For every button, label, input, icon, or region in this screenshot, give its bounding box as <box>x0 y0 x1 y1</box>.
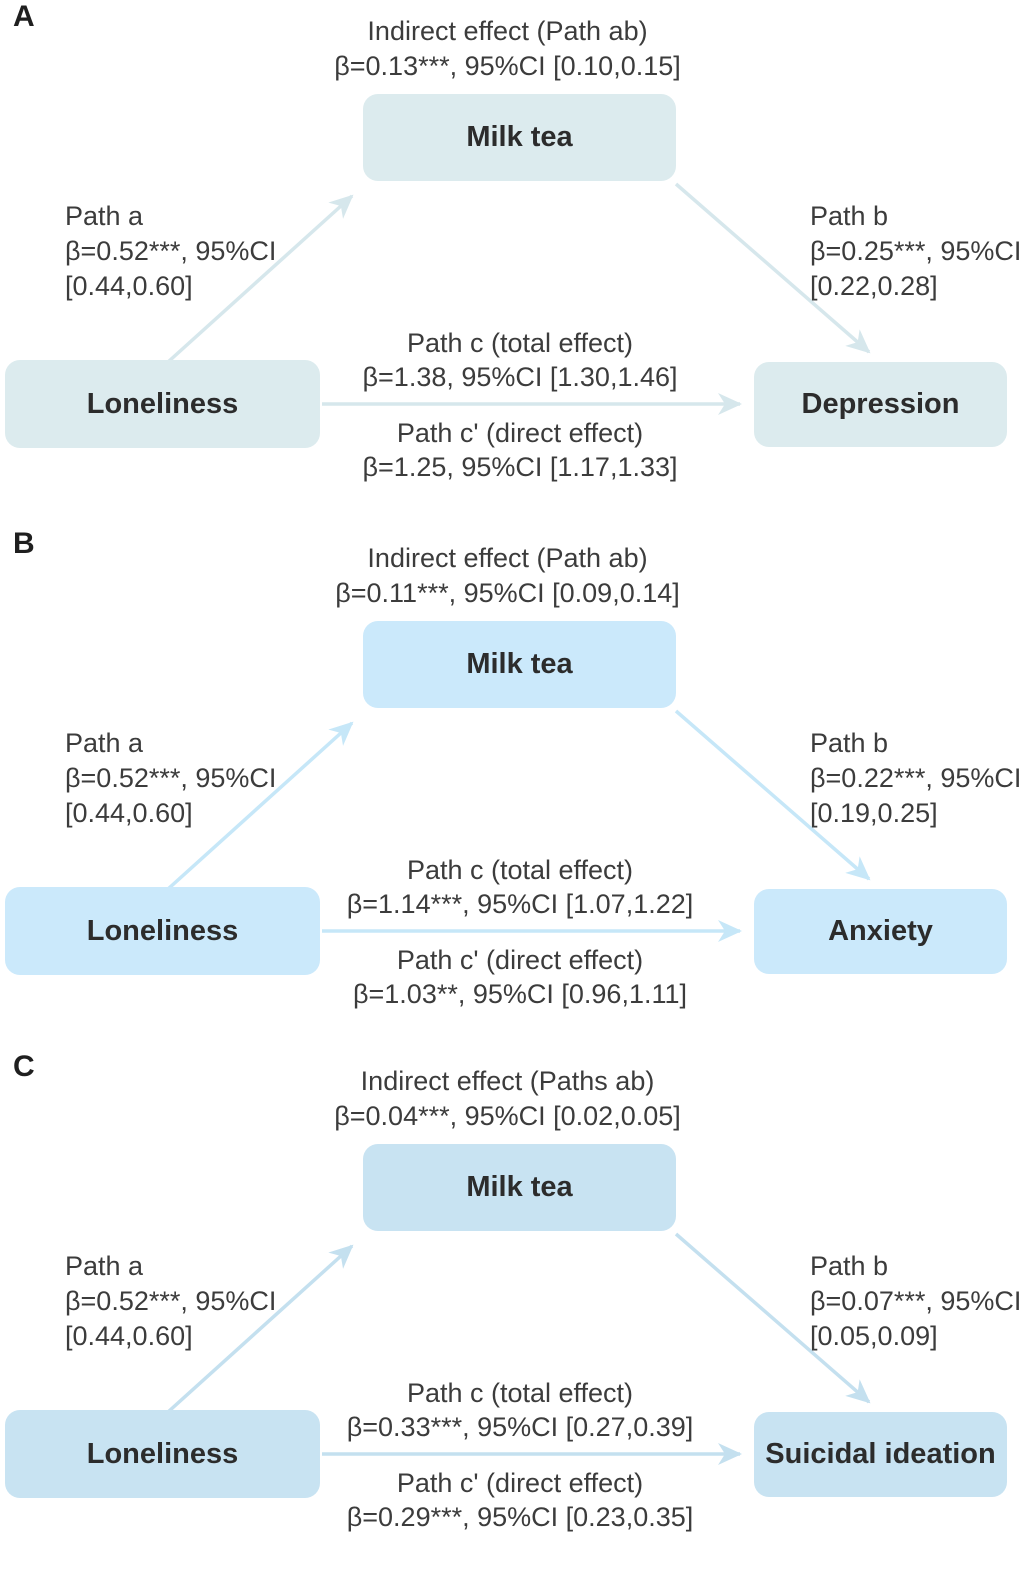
outcome-label: Anxiety <box>828 915 933 947</box>
path-a-label: Path a β=0.52***, 95%CI [0.44,0.60] <box>65 199 276 304</box>
arrow-path-b <box>674 709 871 881</box>
path-b-ci: [0.05,0.09] <box>810 1321 938 1351</box>
path-b-estimate: β=0.22***, 95%CI <box>810 763 1022 793</box>
arrow-path-a <box>166 721 354 891</box>
path-c-direct-label: Path c' (direct effect) β=1.25, 95%CI [1… <box>0 416 1022 484</box>
path-a-estimate: β=0.52***, 95%CI <box>65 763 277 793</box>
path-a-ci: [0.44,0.60] <box>65 1321 193 1351</box>
panel-label: C <box>13 1050 35 1083</box>
path-a-name: Path a <box>65 201 144 231</box>
path-a-label: Path a β=0.52***, 95%CI [0.44,0.60] <box>65 1249 276 1354</box>
path-a-name: Path a <box>65 1251 144 1281</box>
outcome-box: Depression <box>754 362 1007 447</box>
predictor-label: Loneliness <box>86 1437 239 1470</box>
path-b-estimate: β=0.25***, 95%CI <box>810 236 1022 266</box>
path-a-name: Path a <box>65 728 144 758</box>
panel-label: A <box>13 0 35 33</box>
path-c-direct-label: Path c' (direct effect) β=1.03**, 95%CI … <box>0 943 1022 1011</box>
path-b-name: Path b <box>810 728 889 758</box>
indirect-effect-title: Indirect effect (Path ab) <box>367 543 648 573</box>
path-c-direct-name: Path c' (direct effect) <box>396 945 644 975</box>
path-a-ci: [0.44,0.60] <box>65 271 193 301</box>
indirect-effect-caption: Indirect effect (Path ab) β=0.13***, 95%… <box>0 14 1015 84</box>
panel-label: B <box>13 527 35 560</box>
path-c-total-label: Path c (total effect) β=0.33***, 95%CI [… <box>0 1376 1022 1444</box>
path-b-name: Path b <box>810 1251 889 1281</box>
mediation-panel-anxiety: B Indirect effect (Path ab) β=0.11***, 9… <box>0 527 1022 1050</box>
mediator-label: Milk tea <box>466 121 573 153</box>
path-c-direct-name: Path c' (direct effect) <box>396 1468 644 1498</box>
mediation-panel-depression: A Indirect effect (Path ab) β=0.13***, 9… <box>0 0 1022 523</box>
path-b-estimate: β=0.07***, 95%CI <box>810 1286 1022 1316</box>
path-b-label: Path b β=0.25***, 95%CI [0.22,0.28] <box>810 199 1021 304</box>
mediator-box: Milk tea <box>363 1144 676 1231</box>
path-a-ci: [0.44,0.60] <box>65 798 193 828</box>
mediator-label: Milk tea <box>466 1171 573 1203</box>
path-c-direct-label: Path c' (direct effect) β=0.29***, 95%CI… <box>0 1466 1022 1534</box>
outcome-box: Suicidal ideation <box>754 1412 1007 1497</box>
predictor-label: Loneliness <box>86 914 239 947</box>
arrow-path-a <box>166 1244 354 1414</box>
path-c-total-estimate: β=1.14***, 95%CI [1.07,1.22] <box>346 889 694 919</box>
outcome-label: Depression <box>801 388 960 420</box>
mediation-panel-suicidal-ideation: C Indirect effect (Paths ab) β=0.04***, … <box>0 1050 1022 1573</box>
path-c-direct-estimate: β=0.29***, 95%CI [0.23,0.35] <box>346 1502 694 1532</box>
predictor-box: Loneliness <box>5 360 320 448</box>
path-b-label: Path b β=0.07***, 95%CI [0.05,0.09] <box>810 1249 1021 1354</box>
mediator-box: Milk tea <box>363 621 676 708</box>
path-c-direct-name: Path c' (direct effect) <box>396 418 644 448</box>
path-b-ci: [0.22,0.28] <box>810 271 938 301</box>
path-arrows <box>166 1232 871 1465</box>
outcome-label: Suicidal ideation <box>765 1438 996 1470</box>
path-a-label: Path a β=0.52***, 95%CI [0.44,0.60] <box>65 726 276 831</box>
indirect-effect-value: β=0.11***, 95%CI [0.09,0.14] <box>335 578 680 608</box>
path-a-estimate: β=0.52***, 95%CI <box>65 236 277 266</box>
indirect-effect-title: Indirect effect (Paths ab) <box>360 1066 655 1096</box>
mediator-box: Milk tea <box>363 94 676 181</box>
arrow-path-b <box>674 182 871 354</box>
path-c-total-name: Path c (total effect) <box>406 1378 634 1408</box>
path-c-total-name: Path c (total effect) <box>406 328 634 358</box>
path-c-total-name: Path c (total effect) <box>406 855 634 885</box>
indirect-effect-title: Indirect effect (Path ab) <box>367 16 648 46</box>
path-arrows <box>166 182 871 415</box>
path-c-total-label: Path c (total effect) β=1.38, 95%CI [1.3… <box>0 326 1022 394</box>
predictor-box: Loneliness <box>5 1410 320 1498</box>
path-a-estimate: β=0.52***, 95%CI <box>65 1286 277 1316</box>
path-c-total-estimate: β=1.38, 95%CI [1.30,1.46] <box>362 362 678 392</box>
path-c-total-label: Path c (total effect) β=1.14***, 95%CI [… <box>0 853 1022 921</box>
arrow-path-b <box>674 1232 871 1404</box>
path-b-ci: [0.19,0.25] <box>810 798 938 828</box>
path-c-direct-estimate: β=1.25, 95%CI [1.17,1.33] <box>362 452 678 482</box>
arrow-path-a <box>166 194 354 364</box>
path-b-label: Path b β=0.22***, 95%CI [0.19,0.25] <box>810 726 1021 831</box>
indirect-effect-caption: Indirect effect (Paths ab) β=0.04***, 95… <box>0 1064 1015 1134</box>
indirect-effect-value: β=0.04***, 95%CI [0.02,0.05] <box>334 1101 681 1131</box>
path-b-name: Path b <box>810 201 889 231</box>
path-arrows <box>166 709 871 942</box>
predictor-box: Loneliness <box>5 887 320 975</box>
outcome-box: Anxiety <box>754 889 1007 974</box>
path-c-total-estimate: β=0.33***, 95%CI [0.27,0.39] <box>346 1412 694 1442</box>
predictor-label: Loneliness <box>86 387 239 420</box>
path-c-direct-estimate: β=1.03**, 95%CI [0.96,1.11] <box>352 979 687 1009</box>
mediator-label: Milk tea <box>466 648 573 680</box>
indirect-effect-caption: Indirect effect (Path ab) β=0.11***, 95%… <box>0 541 1015 611</box>
indirect-effect-value: β=0.13***, 95%CI [0.10,0.15] <box>334 51 681 81</box>
